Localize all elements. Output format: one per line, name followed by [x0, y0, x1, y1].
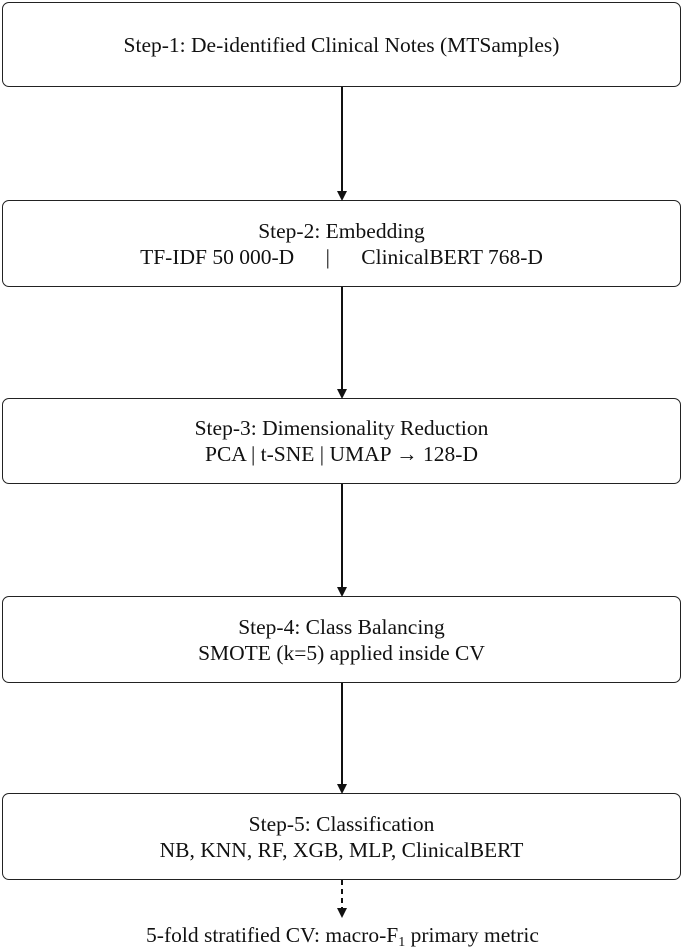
- step-5-title: Step-5: Classification: [248, 811, 435, 836]
- step-2-detail: TF-IDF 50 000-D | ClinicalBERT 768-D: [140, 244, 543, 270]
- step-1-title: Step-1: De-identified Clinical Notes (MT…: [123, 32, 560, 57]
- step-4-box: Step-4: Class Balancing SMOTE (k=5) appl…: [2, 596, 681, 683]
- evaluation-note-subscript: 1: [398, 935, 406, 950]
- embedding-clinicalbert: ClinicalBERT 768-D: [361, 244, 543, 269]
- step-3-detail: PCA | t-SNE | UMAP → 128-D: [204, 442, 478, 466]
- step-1-box: Step-1: De-identified Clinical Notes (MT…: [2, 2, 681, 87]
- step-2-title: Step-2: Embedding: [258, 218, 425, 243]
- step-3-title: Step-3: Dimensionality Reduction: [194, 416, 489, 440]
- step-2-box: Step-2: Embedding TF-IDF 50 000-D | Clin…: [2, 200, 681, 287]
- step-4-title: Step-4: Class Balancing: [238, 614, 445, 639]
- evaluation-note-prefix: 5-fold stratified CV: macro-F: [146, 923, 399, 947]
- step-3-box: Step-3: Dimensionality Reduction PCA | t…: [2, 398, 681, 484]
- evaluation-note: 5-fold stratified CV: macro-F1 primary m…: [0, 922, 685, 950]
- embedding-tfidf: TF-IDF 50 000-D: [140, 244, 295, 269]
- evaluation-note-suffix: primary metric: [405, 923, 539, 947]
- step-4-detail: SMOTE (k=5) applied inside CV: [198, 640, 485, 665]
- step-5-detail: NB, KNN, RF, XGB, MLP, ClinicalBERT: [159, 837, 524, 862]
- embedding-separator: |: [325, 244, 330, 269]
